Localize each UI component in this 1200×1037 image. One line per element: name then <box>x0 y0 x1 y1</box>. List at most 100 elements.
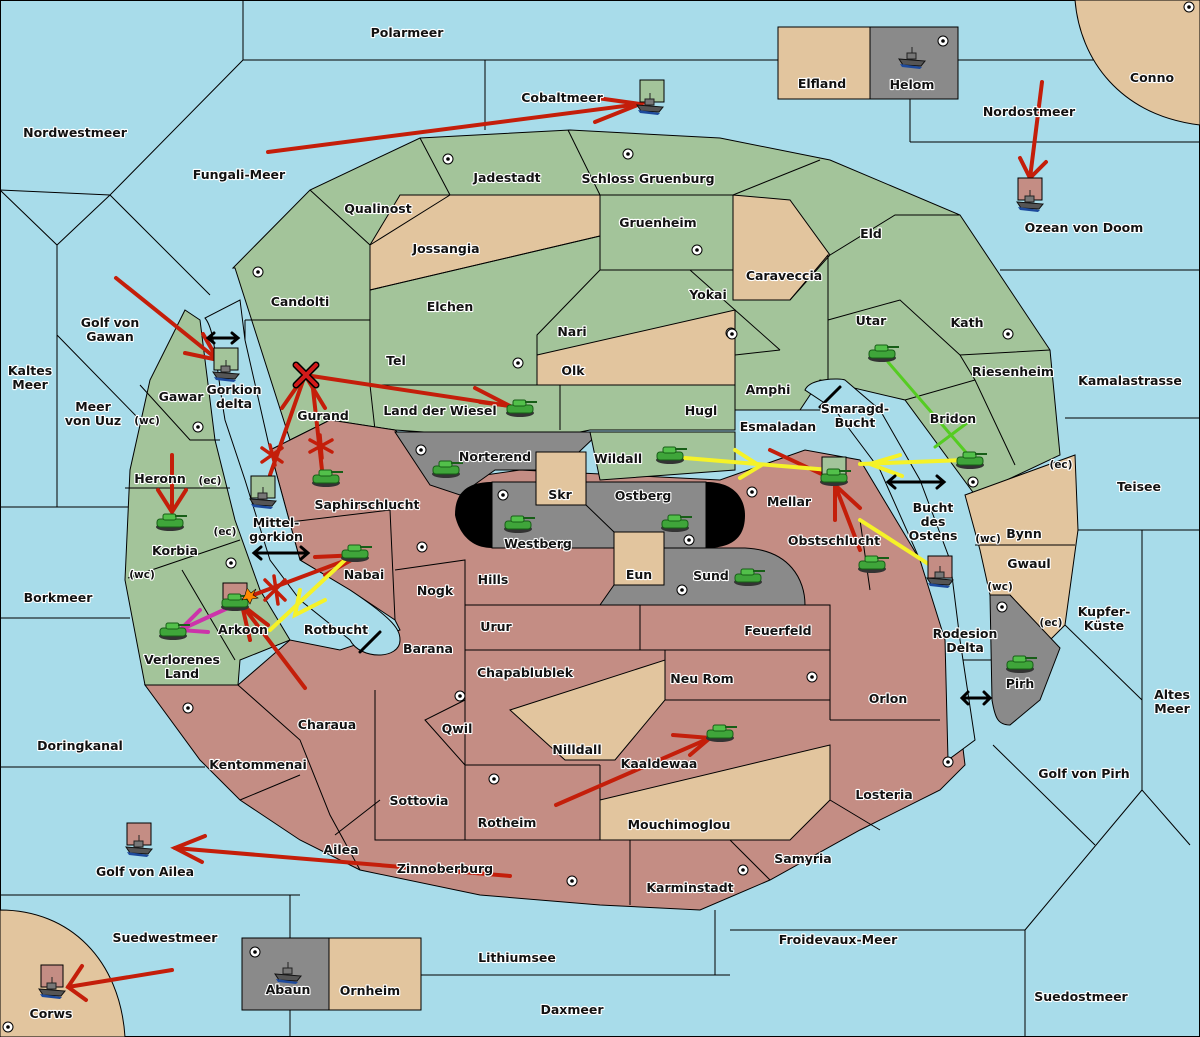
supply-center-icon <box>937 35 949 47</box>
bounce-arrows <box>205 331 993 706</box>
label-barana: Barana <box>403 641 453 656</box>
order-move-arrow <box>1028 80 1044 180</box>
supply-center-icon <box>2 1021 14 1033</box>
region-eun[interactable] <box>613 531 665 586</box>
coast-marker: (ec) <box>1040 617 1063 629</box>
label-borkmeer: Borkmeer <box>24 590 94 605</box>
label-corws: Corws <box>30 1006 73 1021</box>
label-amphi: Amphi <box>746 382 791 397</box>
arrowhead <box>65 964 88 1002</box>
label-arkoon: Arkoon <box>218 622 268 637</box>
label-daxmeer: Daxmeer <box>540 1002 604 1017</box>
label-rotbucht: Rotbucht <box>304 622 368 637</box>
region-mouchimoglou[interactable] <box>599 744 831 841</box>
supply-center-icon <box>454 690 466 702</box>
coast-marker: (wc) <box>134 415 160 427</box>
order-move-arrow <box>303 373 512 408</box>
label-olk: Olk <box>561 363 585 378</box>
label-candolti: Candolti <box>271 294 330 309</box>
label-ostberg: Ostberg <box>615 488 672 503</box>
label-nordostmeer: Nordostmeer <box>983 104 1076 119</box>
region-caraveccia[interactable] <box>732 194 831 301</box>
coast-marker: (wc) <box>975 533 1001 545</box>
supply-center-icon <box>737 864 749 876</box>
label-eld: Eld <box>860 226 882 241</box>
supply-center-icon <box>942 756 954 768</box>
label-qwil: Qwil <box>442 721 473 736</box>
supply-center-icon <box>415 444 427 456</box>
label-rotheim: Rotheim <box>478 815 537 830</box>
label-gawar: Gawar <box>159 389 205 404</box>
label-samyria: Samyria <box>774 851 832 866</box>
coast-marker: (ec) <box>1050 459 1073 471</box>
label-bynn: Bynn <box>1006 526 1041 541</box>
supply-center-icon <box>622 148 634 160</box>
arrowhead <box>156 488 188 516</box>
label-nilldall: Nilldall <box>552 742 601 757</box>
order-move-arrow <box>114 276 220 362</box>
order-support-line <box>886 360 972 459</box>
label-golf-von-pirh: Golf von Pirh <box>1038 766 1129 781</box>
units <box>38 46 1044 1000</box>
label-chapablublek: Chapablublek <box>477 665 574 680</box>
label-jossangia: Jossangia <box>411 241 479 256</box>
explosion-icon <box>241 587 259 605</box>
label-kaaldewaa: Kaaldewaa <box>621 756 698 771</box>
label-tel: Tel <box>386 353 406 368</box>
label-qualinost: Qualinost <box>344 201 411 216</box>
region-nilldall[interactable] <box>509 659 666 761</box>
order-move-arrow <box>240 603 307 690</box>
order-retreat-arrow <box>178 606 230 632</box>
label-urur: Urur <box>480 619 512 634</box>
label-ornheim: Ornheim <box>340 983 400 998</box>
label-yokai: Yokai <box>688 287 727 302</box>
region-sund[interactable] <box>599 547 806 606</box>
region-ornheim[interactable] <box>328 937 422 1011</box>
coast-marker: (ec) <box>214 526 237 538</box>
label-hills: Hills <box>478 572 509 587</box>
label-fungali-meer: Fungali-Meer <box>193 167 286 182</box>
region-conno[interactable] <box>1074 0 1200 126</box>
arrowhead <box>170 834 207 864</box>
supply-center-icon <box>683 534 695 546</box>
region-elfland[interactable] <box>777 26 871 100</box>
label-pirh: Pirh <box>1006 676 1035 691</box>
label-smaragd-bucht: Smaragd-Bucht <box>821 401 889 430</box>
cut-marker-icon <box>308 433 334 460</box>
label-korbia: Korbia <box>152 543 198 558</box>
label-losteria: Losteria <box>855 787 912 802</box>
label-nordwestmeer: Nordwestmeer <box>23 125 128 140</box>
cut-marker-icon <box>260 443 284 467</box>
order-move-arrow <box>266 102 642 154</box>
label-mittel-gorkion: Mittel-gorkion <box>249 515 303 544</box>
stadium-west-end <box>455 482 492 548</box>
label-land-der-wiesel: Land der Wiesel <box>383 403 496 418</box>
supply-center-icon <box>192 421 204 433</box>
region-skr[interactable] <box>535 451 587 506</box>
label-neu-rom: Neu Rom <box>670 671 733 686</box>
label-polarmeer: Polarmeer <box>371 25 445 40</box>
order-move-arrow <box>66 968 174 989</box>
label-mellar: Mellar <box>767 494 812 509</box>
region-gruenheim[interactable] <box>599 194 734 271</box>
coast-marker: (ec) <box>199 475 222 487</box>
order-move-arrow <box>768 448 832 480</box>
supply-center-icon <box>806 671 818 683</box>
arrowhead <box>292 588 327 619</box>
label-karminstadt: Karminstadt <box>646 880 733 895</box>
label-jadestadt: Jadestadt <box>472 170 540 185</box>
label-kupfer-kueste: Kupfer-Küste <box>1078 604 1131 633</box>
berg-border <box>585 504 615 533</box>
order-move-arrow <box>554 736 712 807</box>
label-bridon: Bridon <box>930 411 976 426</box>
label-schloss-gruenburg: Schloss Gruenburg <box>581 171 714 186</box>
supply-center-icon <box>497 489 509 501</box>
label-nabai: Nabai <box>344 567 385 582</box>
supply-center-icon <box>249 946 261 958</box>
